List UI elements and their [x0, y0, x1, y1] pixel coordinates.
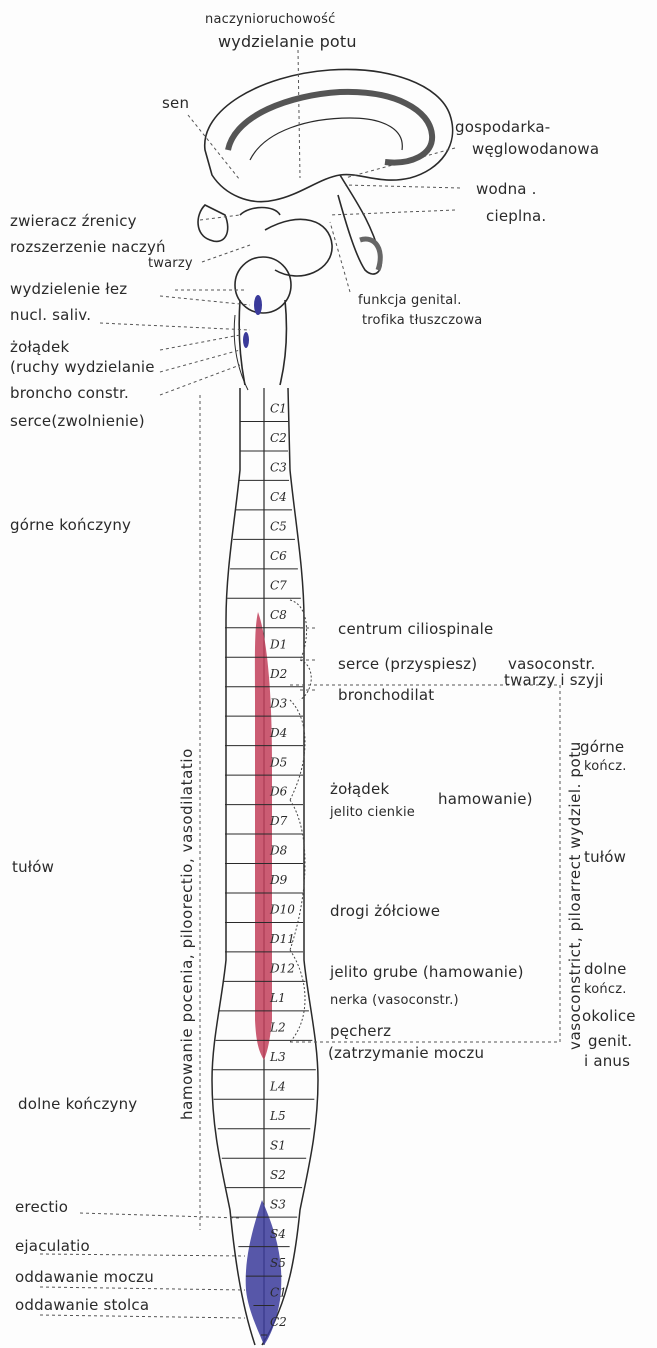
- label-colon: jelito grube (hamowanie): [330, 963, 524, 981]
- label-small-intestine: jelito cienkie: [330, 805, 415, 820]
- label-pupil: zwieracz źrenicy: [10, 212, 137, 230]
- braces: [290, 600, 311, 1042]
- label-ciliospinale: centrum ciliospinale: [338, 620, 493, 638]
- segment-label: D7: [269, 814, 288, 828]
- segment-label: L4: [269, 1079, 286, 1093]
- label-genit: genit.: [588, 1032, 632, 1050]
- segment-label: L5: [269, 1109, 286, 1123]
- segment-label: D8: [269, 844, 288, 858]
- segment-label: C5: [270, 520, 287, 534]
- segment-label: C2: [270, 1315, 287, 1329]
- label-ejaculatio: ejaculatio: [15, 1237, 90, 1255]
- segment-label: S5: [270, 1256, 286, 1270]
- label-trunk: tułów: [12, 858, 54, 876]
- label-trunk-right: tułów: [584, 848, 626, 866]
- segment-label: S3: [270, 1197, 286, 1211]
- brain-drawing: [198, 69, 453, 390]
- segment-label: C8: [270, 608, 287, 622]
- segment-label: C1: [270, 1286, 287, 1300]
- label-vasomotor: naczynioruchowość: [205, 12, 336, 27]
- label-upper-right: górne: [580, 738, 624, 756]
- label-erectio: erectio: [15, 1198, 68, 1216]
- label-bladder: pęcherz: [330, 1022, 391, 1040]
- segment-label: C7: [270, 578, 287, 592]
- label-stomach: żołądek: [10, 338, 69, 356]
- segment-label: D1: [269, 637, 287, 651]
- label-kidney: nerka (vasoconstr.): [330, 993, 459, 1008]
- segment-label: C2: [270, 431, 287, 445]
- label-urination: oddawanie moczu: [15, 1268, 154, 1286]
- label-upper-limbs: górne kończyny: [10, 516, 131, 534]
- label-heart-acc: serce (przyspiesz): [338, 655, 477, 673]
- segment-label: D11: [269, 932, 295, 946]
- label-face-neck: twarzy i szyji: [504, 671, 604, 689]
- label-genital-2: trofika tłuszczowa: [362, 313, 482, 328]
- segment-label: S1: [270, 1138, 286, 1152]
- label-inhibition: hamowanie): [438, 790, 533, 808]
- label-carbohydrate-1: gospodarka-: [455, 118, 550, 136]
- segment-label: S4: [270, 1227, 286, 1241]
- segment-label: C4: [270, 490, 287, 504]
- label-water: wodna .: [476, 180, 537, 198]
- segment-label: C3: [270, 461, 287, 475]
- segment-label: C1: [270, 402, 287, 416]
- label-region: okolice: [582, 1007, 636, 1025]
- segment-label: D2: [269, 667, 287, 681]
- segment-label: D10: [269, 903, 295, 917]
- label-saliv: nucl. saliv.: [10, 306, 91, 324]
- segment-label: L2: [269, 1020, 286, 1034]
- label-vasodilation: rozszerzenie naczyń: [10, 238, 166, 256]
- label-motility: (ruchy wydzielanie: [10, 358, 155, 376]
- label-genital-1: funkcja genital.: [358, 293, 462, 308]
- segment-label: S2: [270, 1168, 286, 1182]
- label-upper-right-2: kończ.: [584, 759, 627, 774]
- label-sweat: wydzielanie potu: [218, 32, 357, 51]
- label-stomach-right: żołądek: [330, 780, 389, 798]
- vertical-label-right: vasoconstrict, piloarrect wydziel. potu: [566, 741, 584, 1050]
- label-carbohydrate-2: węglowodanowa: [472, 140, 599, 158]
- segment-label: D12: [269, 962, 295, 976]
- label-defecation: oddawanie stolca: [15, 1296, 149, 1314]
- label-broncho: broncho constr.: [10, 384, 129, 402]
- segment-label: L1: [269, 991, 286, 1005]
- label-bronchodilat: bronchodilat: [338, 686, 434, 704]
- label-face: twarzy: [148, 256, 193, 271]
- segment-label: D5: [269, 755, 287, 769]
- label-anus: i anus: [584, 1052, 630, 1070]
- label-heart: serce(zwolnienie): [10, 412, 145, 430]
- label-lower-limbs: dolne kończyny: [18, 1095, 137, 1113]
- segment-label: D6: [269, 785, 288, 799]
- label-retention: (zatrzymanie moczu: [328, 1044, 484, 1062]
- segment-label: D3: [269, 696, 288, 710]
- label-heat: cieplna.: [486, 207, 546, 225]
- label-sleep: sen: [162, 94, 189, 112]
- label-bile: drogi żółciowe: [330, 902, 440, 920]
- segment-label: D4: [269, 726, 287, 740]
- segment-label: C6: [270, 549, 287, 563]
- label-lower-right-2: kończ.: [584, 982, 627, 997]
- vertical-label-left: hamowanie pocenia, piloorectio, vasodila…: [178, 748, 196, 1120]
- label-tears: wydzielenie łez: [10, 280, 127, 298]
- label-lower-right: dolne: [584, 960, 627, 978]
- segment-label: L3: [269, 1050, 286, 1064]
- segment-labels: C1C2C3C4C5C6C7C8D1D2D3D4D5D6D7D8D9D10D11…: [269, 402, 295, 1330]
- segment-label: D9: [269, 873, 288, 887]
